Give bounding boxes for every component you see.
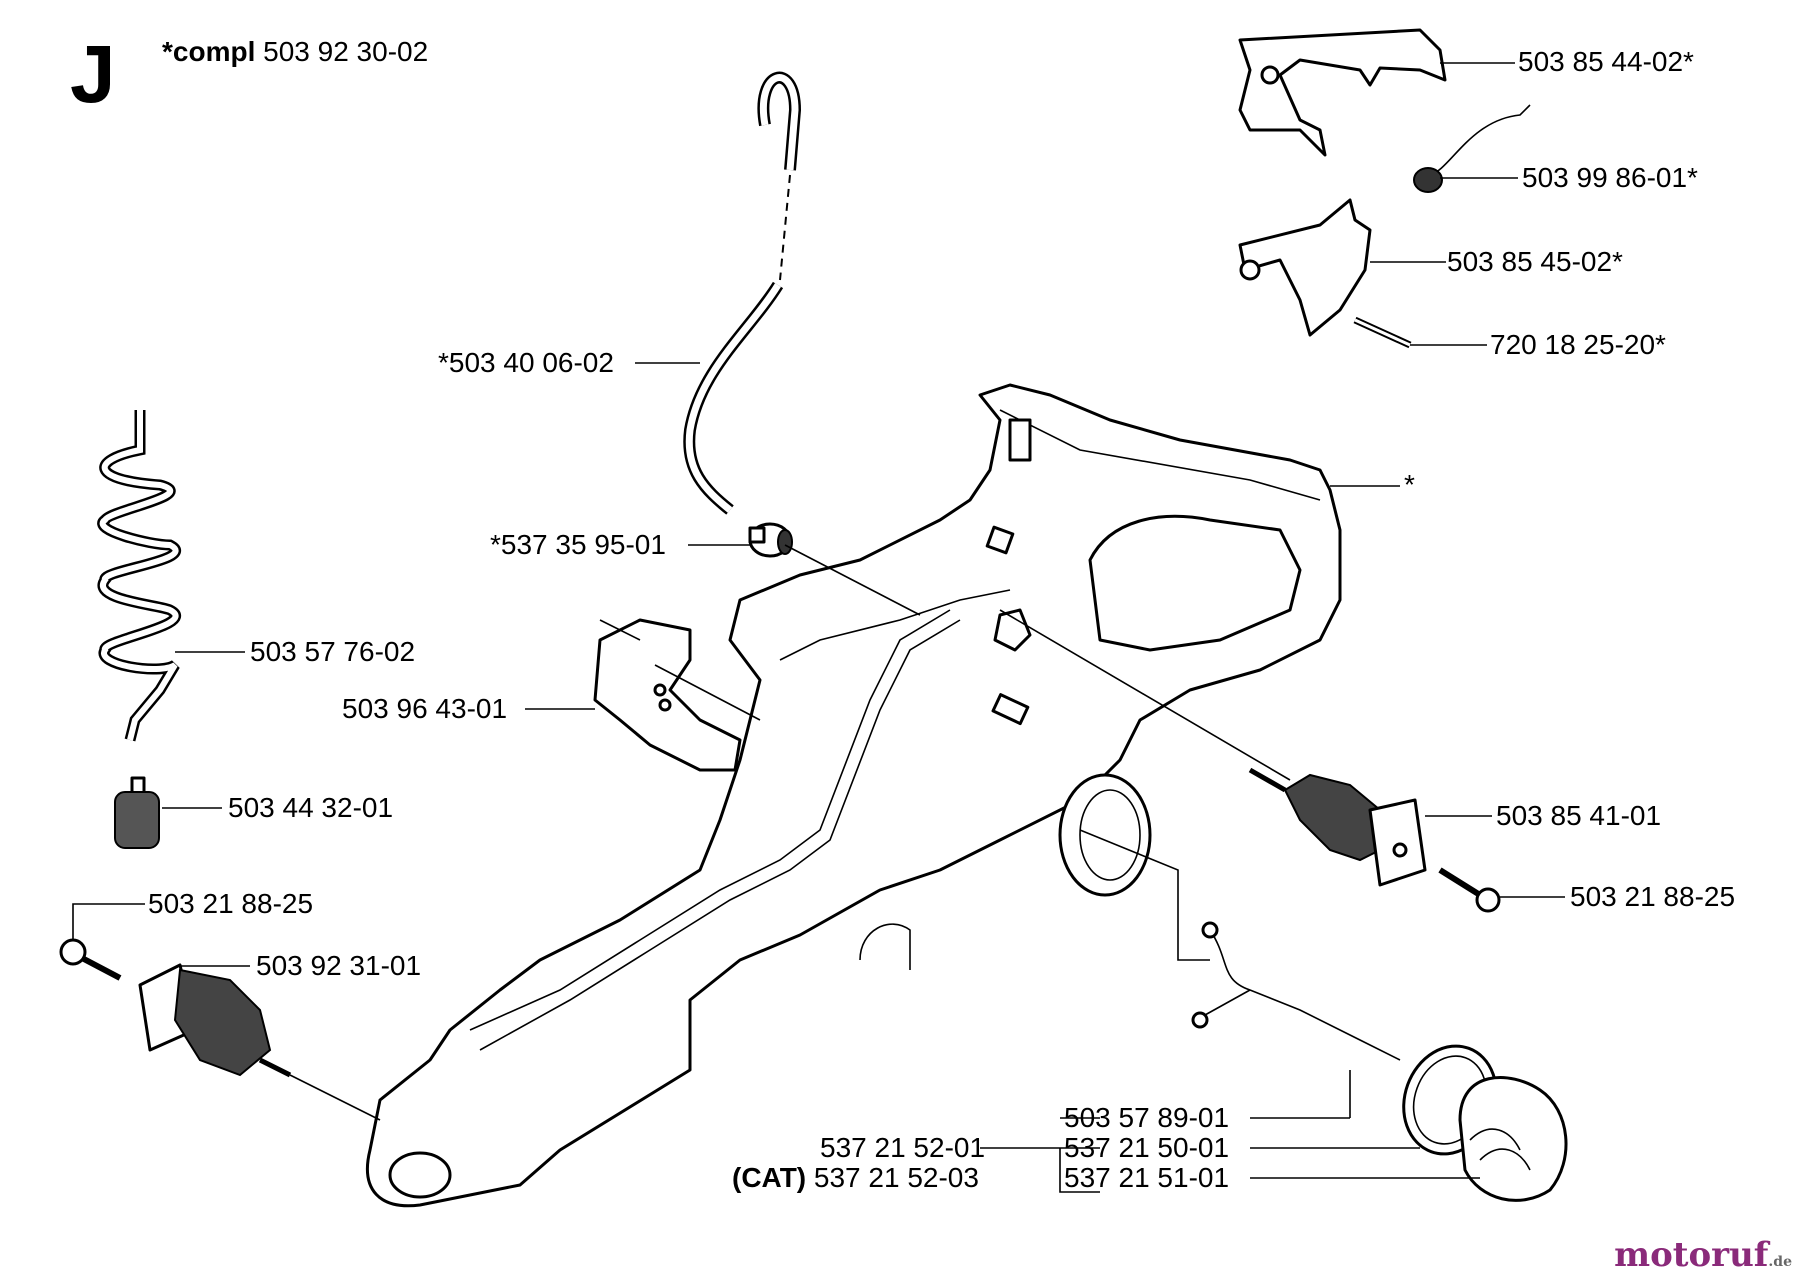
label-cap-seal: 537 21 50-01 — [1064, 1132, 1230, 1163]
complete-assembly-label: *compl 503 92 30-02 — [162, 36, 428, 68]
label-guard-plate: 503 96 43-01 — [342, 693, 508, 724]
screw-right-drawing — [1438, 867, 1501, 913]
label-throttle-trigger: 503 85 45-02* — [1447, 246, 1623, 277]
leader-lines — [72, 62, 1565, 1193]
section-letter: J — [70, 29, 116, 120]
watermark-logo: motoruf.de — [1614, 1235, 1792, 1275]
label-cap: 537 21 51-01 — [1064, 1162, 1230, 1193]
damper-left-drawing — [138, 963, 381, 1121]
label-damper-right: 503 85 41-01 — [1496, 800, 1662, 831]
compl-prefix: *compl — [162, 36, 256, 67]
tank-housing-drawing — [365, 383, 1342, 1208]
label-handle-asterisk: * — [1404, 469, 1415, 500]
small-filter-drawing — [748, 522, 793, 558]
cat-prefix: (CAT) — [732, 1162, 807, 1193]
fuel-coil-drawing — [97, 410, 181, 742]
label-cap-strap: 503 57 89-01 — [1064, 1102, 1230, 1133]
watermark-text: motoruf — [1614, 1235, 1769, 1275]
label-cap-assy: 537 21 52-01 — [820, 1132, 986, 1163]
label-screw-right: 503 21 88-25 — [1570, 881, 1736, 912]
damper-right-drawing — [1248, 767, 1427, 887]
fuel-cap-drawing — [1191, 921, 1568, 1202]
label-fuel-hose: *503 40 06-02 — [438, 347, 614, 378]
label-pin: 720 18 25-20* — [1490, 329, 1666, 360]
label-damper-left: 503 92 31-01 — [256, 950, 422, 981]
spring-drawing — [1413, 104, 1531, 193]
label-spring: 503 99 86-01* — [1522, 162, 1698, 193]
label-small-filter: *537 35 95-01 — [490, 529, 666, 560]
fuel-hose-drawing — [683, 71, 802, 515]
label-fuel-filter: 503 44 32-01 — [228, 792, 394, 823]
watermark-suffix: .de — [1768, 1254, 1792, 1270]
throttle-trigger-drawing — [1238, 198, 1372, 337]
screw-left-drawing — [59, 938, 122, 981]
label-cap-cat: (CAT) 537 21 52-03 — [732, 1162, 979, 1194]
guard-plate-drawing — [593, 618, 761, 772]
label-fuel-coil: 503 57 76-02 — [250, 636, 416, 667]
cat-number: 537 21 52-03 — [813, 1162, 979, 1193]
handle-top-drawing — [1238, 28, 1447, 157]
compl-number: 503 92 30-02 — [263, 36, 429, 67]
fuel-filter-drawing — [114, 776, 160, 849]
label-screw-left: 503 21 88-25 — [148, 888, 314, 919]
label-handle-top: 503 85 44-02* — [1518, 46, 1694, 77]
